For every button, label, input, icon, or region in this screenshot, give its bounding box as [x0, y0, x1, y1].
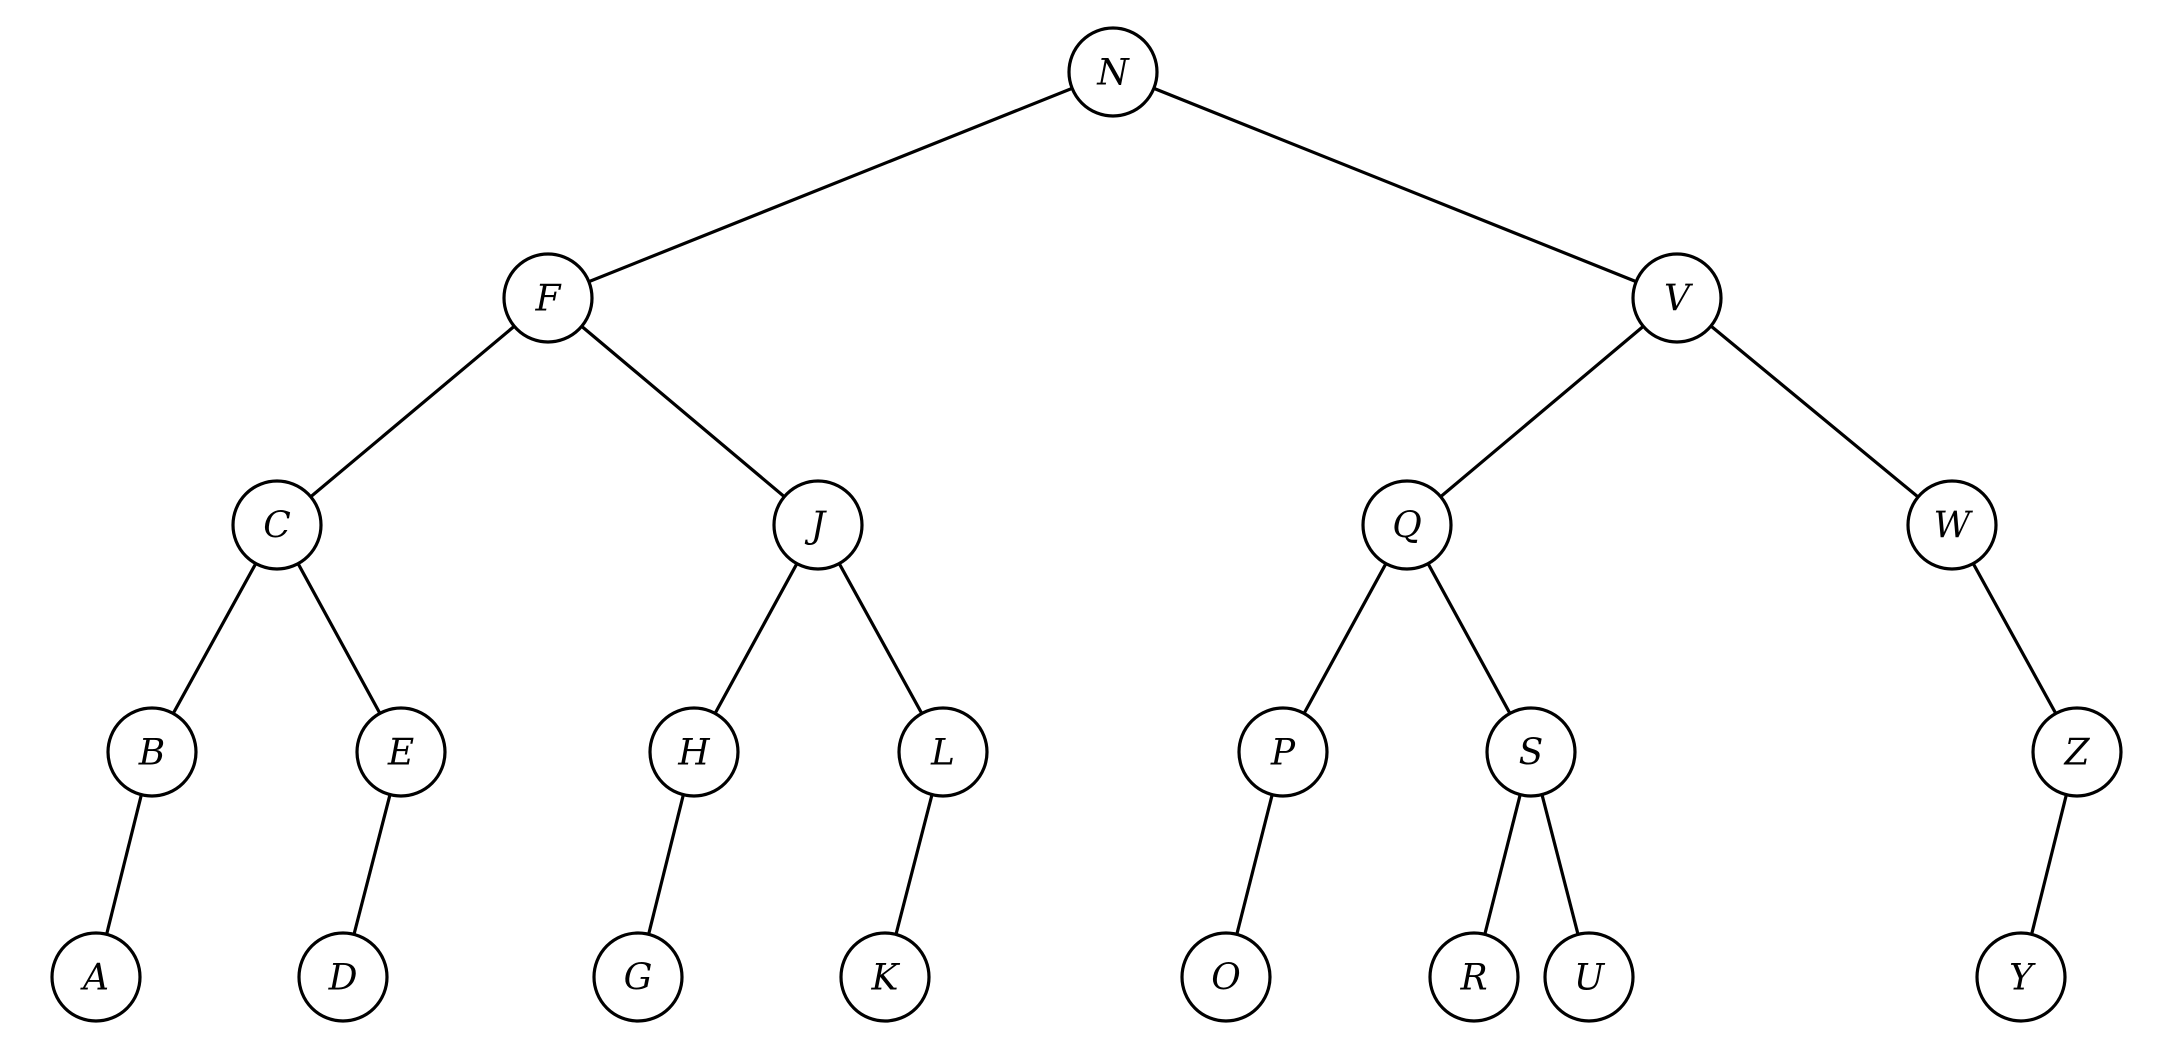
node-circle [1067, 26, 1159, 118]
node-label: L [930, 733, 955, 774]
edge-n-f [547, 70, 1114, 300]
tree-node-u: U [1543, 931, 1635, 1023]
node-circle [1180, 931, 1272, 1023]
node-label: C [263, 506, 291, 547]
tree-node-d: D [297, 931, 389, 1023]
edge-n-v [1112, 70, 1678, 300]
node-circle [897, 706, 989, 798]
tree-node-a: A [50, 931, 142, 1023]
tree-node-w: W [1906, 479, 1998, 571]
node-label: R [1459, 958, 1487, 999]
tree-nodes: N F V C J Q W B E H L P S Z A D G K O R U Y [50, 26, 2123, 1023]
node-label: Z [2063, 733, 2090, 774]
node-circle [1428, 931, 1520, 1023]
node-circle [772, 479, 864, 571]
tree-node-q: Q [1361, 479, 1453, 571]
node-circle [106, 706, 198, 798]
node-circle [1543, 931, 1635, 1023]
edge-v-q [1405, 296, 1679, 527]
node-label: E [387, 733, 414, 774]
node-circle [1361, 479, 1453, 571]
node-label: A [80, 958, 109, 999]
node-label: D [328, 958, 358, 999]
node-label: N [1096, 53, 1130, 94]
node-circle [648, 706, 740, 798]
node-circle [1237, 706, 1329, 798]
node-label: O [1211, 958, 1241, 999]
tree-node-s: S [1485, 706, 1577, 798]
node-label: B [138, 733, 165, 774]
node-circle [839, 931, 931, 1023]
node-label: Q [1392, 506, 1422, 547]
tree-node-o: O [1180, 931, 1272, 1023]
node-circle [355, 706, 447, 798]
tree-edges [94, 70, 2079, 978]
node-circle [1975, 931, 2067, 1023]
node-circle [1485, 706, 1577, 798]
tree-node-n: N [1067, 26, 1159, 118]
edge-f-j [546, 296, 820, 527]
tree-node-r: R [1428, 931, 1520, 1023]
node-label: H [677, 733, 710, 774]
node-label: P [1270, 733, 1296, 774]
node-label: U [1574, 958, 1606, 999]
node-circle [231, 479, 323, 571]
tree-node-b: B [106, 706, 198, 798]
node-circle [297, 931, 389, 1023]
node-circle [592, 931, 684, 1023]
tree-node-y: Y [1975, 931, 2067, 1023]
node-circle [50, 931, 142, 1023]
node-circle [502, 252, 594, 344]
tree-node-z: Z [2031, 706, 2123, 798]
tree-node-v: V [1631, 252, 1723, 344]
node-circle [1631, 252, 1723, 344]
edge-v-w [1675, 296, 1954, 527]
node-label: S [1519, 733, 1544, 774]
tree-node-c: C [231, 479, 323, 571]
tree-node-e: E [355, 706, 447, 798]
node-label: Y [2009, 958, 2036, 999]
node-label: W [1933, 506, 1973, 547]
node-label: V [1664, 279, 1694, 320]
tree-node-p: P [1237, 706, 1329, 798]
node-circle [2031, 706, 2123, 798]
tree-node-k: K [839, 931, 931, 1023]
tree-node-l: L [897, 706, 989, 798]
tree-node-j: J [772, 479, 864, 571]
node-label: G [624, 958, 653, 999]
edge-f-c [275, 296, 550, 527]
tree-node-f: F [502, 252, 594, 344]
node-label: F [535, 279, 563, 320]
tree-node-g: G [592, 931, 684, 1023]
tree-node-h: H [648, 706, 740, 798]
node-circle [1906, 479, 1998, 571]
node-label: K [871, 958, 901, 999]
